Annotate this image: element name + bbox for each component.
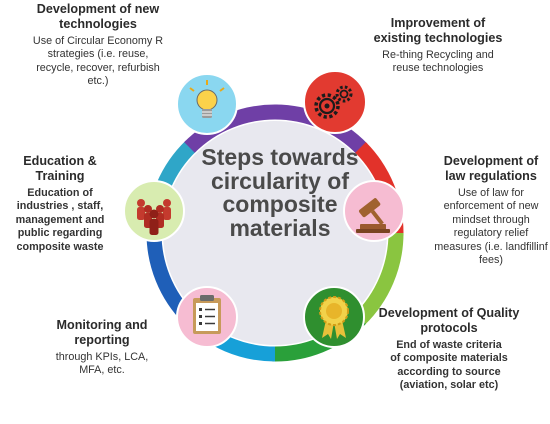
clipboard-checklist-icon: [176, 286, 238, 348]
ring-segment: [353, 232, 404, 326]
step-title: Development of Quality protocols: [378, 306, 520, 335]
step-education-training: Education & Training Education of indust…: [4, 154, 116, 254]
step-title: Development of law regulations: [443, 154, 539, 183]
step-description: Re-thing Recycling and reuse technologie…: [382, 49, 494, 75]
step-title: Education & Training: [23, 154, 97, 183]
step-improvement-technologies: Improvement of existing technologies Re-…: [370, 16, 506, 76]
step-new-technologies: Development of new technologies Use of C…: [14, 2, 182, 89]
step-title: Improvement of existing technologies: [373, 16, 503, 45]
gavel-icon: [343, 180, 405, 242]
step-description: Use of law for enforcement of new mindse…: [434, 187, 548, 267]
step-law-regulations: Development of law regulations Use of la…: [434, 154, 548, 267]
step-title: Monitoring and reporting: [56, 318, 148, 347]
step-description: through KPIs, LCA, MFA, etc.: [55, 351, 149, 377]
step-title: Development of new technologies: [36, 2, 160, 31]
step-description: Education of industries , staff, managem…: [15, 187, 105, 253]
gears-icon: [303, 70, 367, 134]
step-monitoring-reporting: Monitoring and reporting through KPIs, L…: [42, 318, 162, 378]
step-quality-protocols: Development of Quality protocols End of …: [374, 306, 524, 393]
step-description: Use of Circular Economy R strategies (i.…: [32, 35, 164, 88]
people-group-icon: [123, 180, 185, 242]
step-description: End of waste criteria of composite mater…: [390, 339, 508, 392]
award-medal-icon: [303, 286, 365, 348]
center-title: Steps towards circularity of composite m…: [201, 144, 359, 241]
lightbulb-icon: [176, 73, 238, 135]
